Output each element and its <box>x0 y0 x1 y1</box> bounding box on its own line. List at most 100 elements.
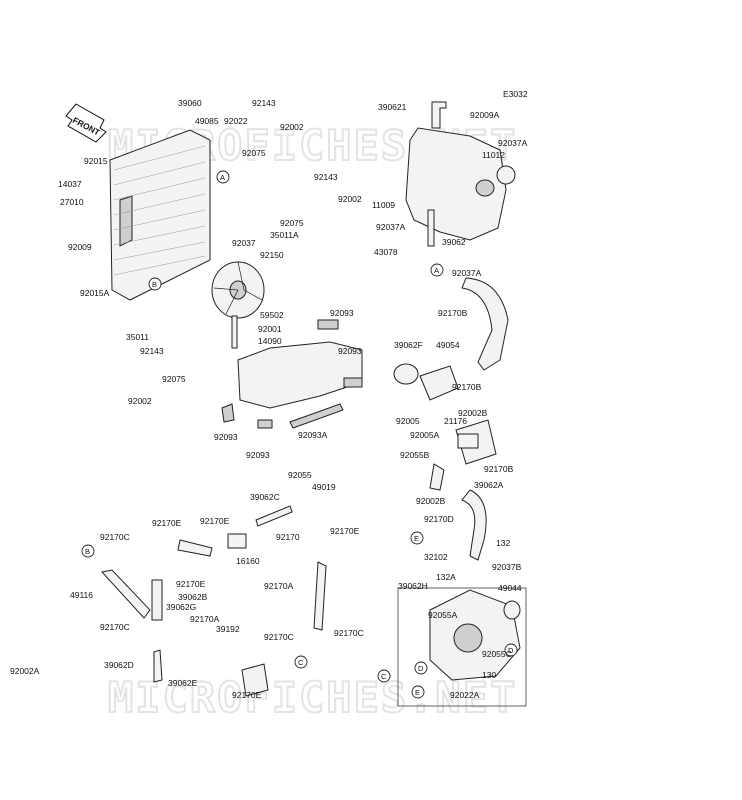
ref-d-2: D <box>504 643 518 657</box>
part-label: 92009A <box>470 110 500 120</box>
part-label: 92170E <box>330 526 360 536</box>
part-label: 92170E <box>200 516 230 526</box>
radiator <box>109 129 211 301</box>
part-label: 92037A <box>376 222 406 232</box>
part-label: 92093A <box>298 430 328 440</box>
part-label: 92002 <box>338 194 362 204</box>
ref-b-1: B <box>148 277 162 291</box>
part-label: 92055 <box>288 470 312 480</box>
part-label: 130 <box>482 670 496 680</box>
svg-text:C: C <box>298 658 304 667</box>
part-label: 92170B <box>452 382 482 392</box>
hoses <box>101 277 509 697</box>
part-label: 92170E <box>232 690 262 700</box>
part-label: 32102 <box>424 552 448 562</box>
reservoir-tank <box>405 101 516 247</box>
svg-text:E: E <box>415 688 420 697</box>
ref-e-1: E <box>410 531 424 545</box>
part-label: 92170B <box>484 464 514 474</box>
part-label: 92170 <box>276 532 300 542</box>
part-label: 92093 <box>246 450 270 460</box>
part-label: 132 <box>496 538 510 548</box>
part-label: 14037 <box>58 179 82 189</box>
ref-d-1: D <box>414 661 428 675</box>
part-label: 132A <box>436 572 456 582</box>
part-label: 92170C <box>100 622 130 632</box>
part-label: 39062 <box>442 237 466 247</box>
part-label: 92093 <box>338 346 362 356</box>
part-label: 39062C <box>250 492 280 502</box>
part-label: 39062E <box>168 678 198 688</box>
ref-b-2: B <box>81 544 95 558</box>
part-label: 92143 <box>140 346 164 356</box>
part-label: 49116 <box>70 590 93 600</box>
part-label: 92143 <box>314 172 338 182</box>
part-label: 49085 <box>195 116 219 126</box>
part-label: 39062A <box>474 480 504 490</box>
part-label: 92170B <box>438 308 468 318</box>
part-label: 92009 <box>68 242 92 252</box>
part-label: 92005A <box>410 430 440 440</box>
part-label: 92005 <box>396 416 420 426</box>
svg-text:B: B <box>85 547 90 556</box>
part-label: 35011 <box>126 332 149 342</box>
part-label: 92170A <box>190 614 220 624</box>
part-label: 92055A <box>428 610 458 620</box>
part-label: 11009 <box>372 200 395 210</box>
part-label: 92075 <box>242 148 266 158</box>
part-label: 39062D <box>104 660 134 670</box>
part-label: 92002A <box>10 666 40 676</box>
watermark-bottom: MICROFICHES.NET <box>108 673 517 722</box>
part-label: 39062B <box>178 592 208 602</box>
part-label: 92055C <box>482 649 512 659</box>
part-label: 14090 <box>258 336 282 346</box>
fan <box>211 261 265 349</box>
svg-text:E: E <box>414 534 419 543</box>
part-label: 92093 <box>330 308 354 318</box>
ref-a-1: A <box>216 170 230 184</box>
part-label: 92170A <box>264 581 294 591</box>
part-label: 92075 <box>162 374 186 384</box>
part-label: 92075 <box>280 218 304 228</box>
diagram-code: E3032 <box>503 89 528 99</box>
part-label: 39062H <box>398 581 428 591</box>
svg-text:D: D <box>508 646 514 655</box>
part-label: 92022 <box>224 116 248 126</box>
part-label: 92037 <box>232 238 256 248</box>
part-label: 92170C <box>264 632 294 642</box>
part-label: 92143 <box>252 98 276 108</box>
part-label: 92002B <box>458 408 488 418</box>
part-label: 49044 <box>498 583 522 593</box>
part-label: 39060 <box>178 98 202 108</box>
part-label: 16160 <box>236 556 260 566</box>
part-label: 92015 <box>84 156 108 166</box>
part-labels: 39060 49085 92143 92022 92002 92075 92015 14037… <box>10 98 528 700</box>
thermostat-housing <box>393 363 497 465</box>
ref-a-2: A <box>430 263 444 277</box>
part-label: 92093 <box>214 432 238 442</box>
part-label: 92037B <box>492 562 522 572</box>
part-label: 35011A <box>270 230 299 240</box>
part-label: 92022A <box>450 690 480 700</box>
part-label: 59502 <box>260 310 284 320</box>
part-label: 92002 <box>280 122 304 132</box>
ref-e-2: E <box>411 685 425 699</box>
svg-text:A: A <box>434 266 439 275</box>
part-label: 92002 <box>128 396 152 406</box>
part-label: 39062F <box>394 340 423 350</box>
part-label: 390621 <box>378 102 407 112</box>
part-label: 92170D <box>424 514 454 524</box>
svg-text:B: B <box>152 280 157 289</box>
front-arrow-icon: FRONT <box>65 103 107 143</box>
part-label: 92001 <box>258 324 282 334</box>
ref-c-1: C <box>294 655 308 669</box>
part-label: 21176 <box>444 416 467 426</box>
part-label: 43078 <box>374 247 398 257</box>
part-label: 27010 <box>60 197 84 207</box>
fan-shroud <box>221 319 363 429</box>
part-label: 92055B <box>400 450 430 460</box>
part-label: 92170E <box>152 518 182 528</box>
svg-text:C: C <box>381 672 387 681</box>
part-label: 92170E <box>176 579 206 589</box>
part-label: 92150 <box>260 250 284 260</box>
